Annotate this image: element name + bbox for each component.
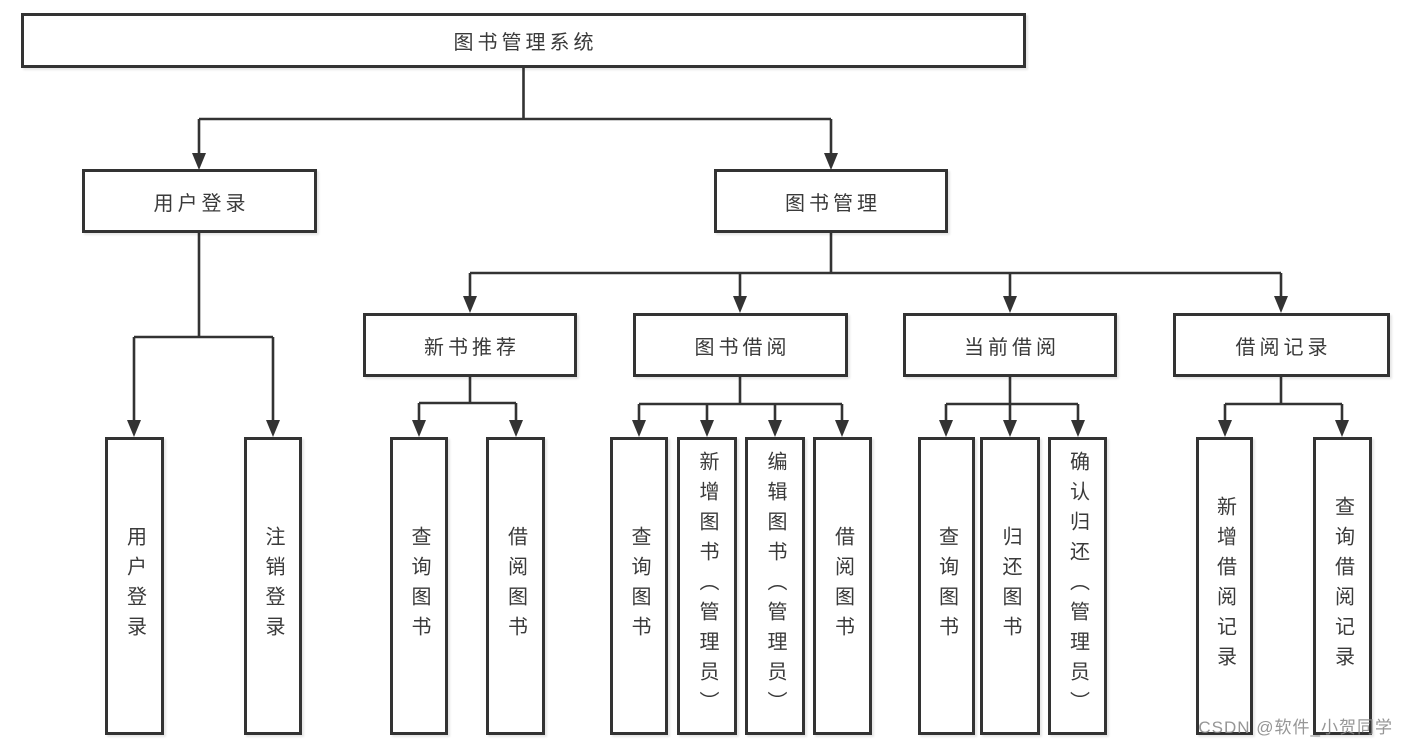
node-user-login: 用户登录 [82,169,317,233]
node-book-borrowing: 图书借阅 [633,313,848,377]
node-label: 查询图书 [628,526,650,646]
node-label: 编辑图书（管理员） [764,451,786,721]
node-label: 图书管理系统 [453,32,598,54]
node-label: 借阅图书 [504,526,527,646]
leaf-confirm-return-admin: 确认归还（管理员） [1048,437,1107,735]
leaf-return-book: 归还图书 [980,437,1040,735]
node-label: 图书借阅 [694,336,791,359]
node-label: 图书管理 [785,192,881,215]
node-label: 查询借阅记录 [1331,496,1354,676]
leaf-borrow-books-newbook: 借阅图书 [486,437,545,735]
node-label: 用户登录 [123,526,146,646]
leaf-borrow-books-borrow: 借阅图书 [813,437,872,735]
node-label: 当前借阅 [964,336,1060,359]
node-book-management: 图书管理 [714,169,948,233]
leaf-add-book-admin: 新增图书（管理员） [677,437,737,735]
leaf-query-books-newbook: 查询图书 [390,437,448,735]
node-label: 新增图书（管理员） [696,451,718,721]
node-label: 注销登录 [262,526,284,646]
node-label: 查询图书 [408,526,430,646]
node-library-management-system: 图书管理系统 [21,13,1026,68]
node-label: 借阅图书 [831,526,854,646]
leaf-add-borrow-record: 新增借阅记录 [1196,437,1253,735]
node-label: 借阅记录 [1235,336,1332,359]
node-new-book-recommendation: 新书推荐 [363,313,577,377]
leaf-query-books-current: 查询图书 [918,437,975,735]
leaf-query-books-borrow: 查询图书 [610,437,668,735]
node-borrowing-records: 借阅记录 [1173,313,1390,377]
node-label: 查询图书 [935,526,958,646]
csdn-watermark: CSDN @软件_小贺同学 [1198,718,1393,737]
leaf-edit-book-admin: 编辑图书（管理员） [745,437,805,735]
leaf-user-login: 用户登录 [105,437,164,735]
node-current-borrowing: 当前借阅 [903,313,1117,377]
node-label: 确认归还（管理员） [1066,451,1089,721]
node-label: 归还图书 [999,526,1021,646]
leaf-query-borrow-record: 查询借阅记录 [1313,437,1372,735]
leaf-logout: 注销登录 [244,437,302,735]
node-label: 新书推荐 [424,336,520,359]
node-label: 新增借阅记录 [1213,496,1236,676]
node-label: 用户登录 [153,192,250,215]
